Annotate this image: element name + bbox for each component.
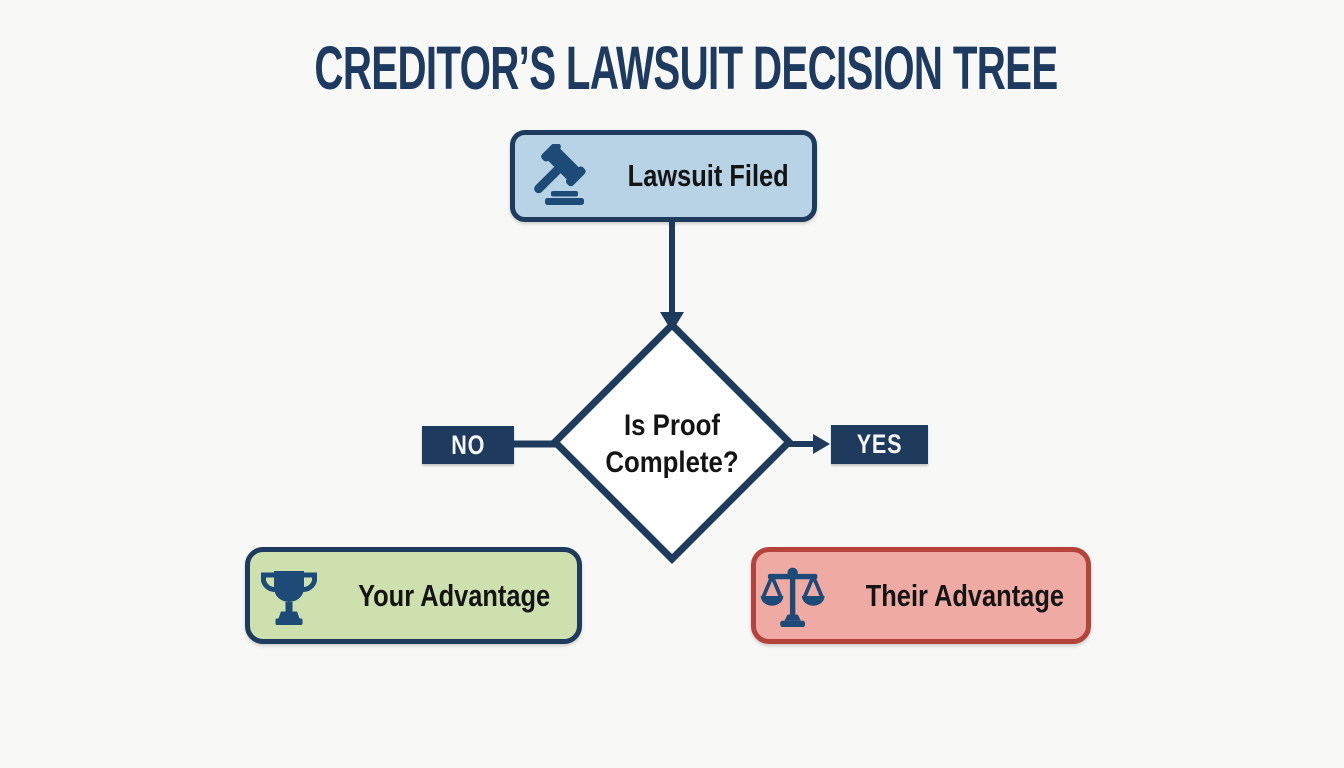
node-lawsuit-filed: Lawsuit Filed [510, 130, 817, 222]
decision-label-line1: Is Proof [623, 409, 721, 442]
branch-no-label: NO [451, 429, 485, 460]
branch-no-tag: NO [422, 426, 514, 464]
branch-yes-label: YES [856, 429, 903, 459]
node-their-advantage: Their Advantage [751, 547, 1091, 644]
outcome-no-label: Your Advantage [357, 577, 551, 613]
decision-diamond-shape [550, 320, 794, 564]
page-title: CREDITOR’S LAWSUIT DECISION TREE [314, 34, 1058, 102]
branch-yes-tag: YES [831, 425, 928, 464]
decision-node-label: Is Proof Complete? [552, 407, 792, 481]
trophy-icon [260, 570, 317, 625]
start-node-label: Lawsuit Filed [627, 158, 789, 193]
decision-label-line2: Complete? [605, 446, 739, 479]
outcome-yes-label: Their Advantage [866, 577, 1065, 613]
node-your-advantage: Your Advantage [245, 547, 582, 644]
arrowhead-right-icon [813, 434, 830, 454]
scales-icon [760, 567, 825, 627]
gavel-icon [533, 144, 586, 205]
